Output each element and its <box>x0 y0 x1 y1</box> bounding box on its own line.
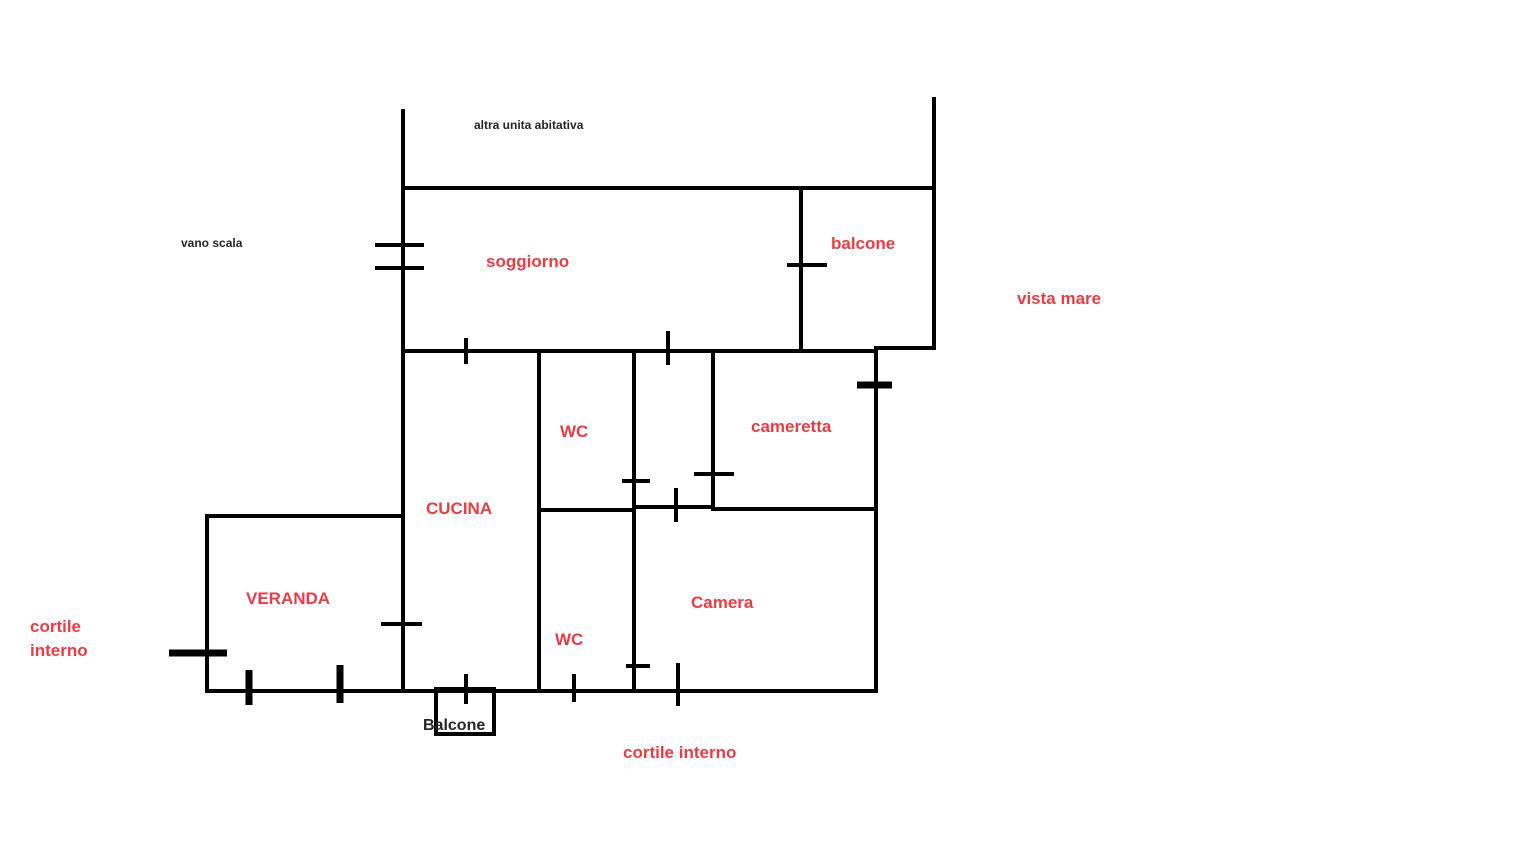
label-altra-unita-abitativa: altra unita abitativa <box>474 118 584 132</box>
label-camera: Camera <box>691 593 754 612</box>
label-soggiorno: soggiorno <box>486 252 570 271</box>
label-cortile-interno-left-line1: cortile <box>30 617 82 636</box>
label-balcone-top: balcone <box>831 234 896 253</box>
label-cortile-interno-bottom: cortile interno <box>623 743 737 762</box>
label-cortile-interno-left-line2: interno <box>30 641 88 660</box>
label-cucina: CUCINA <box>426 499 493 518</box>
label-cameretta: cameretta <box>751 417 832 436</box>
label-veranda: VERANDA <box>246 589 331 608</box>
label-wc-upper: WC <box>560 422 589 441</box>
label-balcone-bottom: Balcone <box>423 717 486 734</box>
label-wc-lower: WC <box>555 630 584 649</box>
label-vista-mare: vista mare <box>1017 289 1102 308</box>
label-vano-scala: vano scala <box>181 236 243 250</box>
